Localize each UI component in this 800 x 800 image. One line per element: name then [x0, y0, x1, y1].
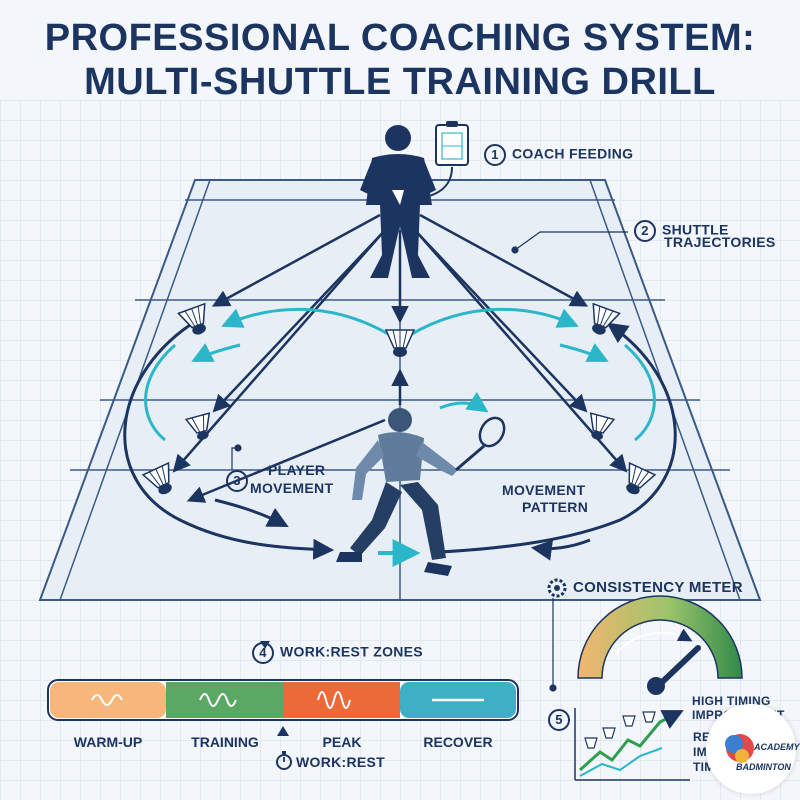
title-line-2: MULTI-SHUTTLE TRAINING DRILL: [84, 61, 716, 103]
zone-label-warmup: WARM-UP: [73, 734, 143, 750]
shuttlecock-center: [384, 329, 416, 357]
callout-number-4: 4: [252, 642, 274, 664]
work-rest-caption: WORK:REST: [296, 754, 386, 770]
zone-label-training: TRAINING: [191, 734, 259, 750]
player-movement-line-1: PLAYER: [268, 462, 326, 478]
consistency-meter-label: CONSISTENCY METER: [573, 579, 743, 596]
player-figure: [336, 408, 458, 576]
shuttlecock-right-mid: [589, 412, 616, 440]
racket-icon: [439, 391, 506, 472]
movement-pattern-line-1: MOVEMENT: [502, 482, 586, 498]
coach-feeding-text: COACH FEEDING: [512, 145, 634, 162]
shuttlecock-right-top: [592, 302, 621, 335]
timing-improvement-chart: [574, 708, 690, 781]
shuttle-trajectories: [172, 213, 628, 503]
callout-number-2: 2: [634, 220, 656, 242]
gear-icon: [547, 578, 567, 598]
callout-number-1: 1: [484, 144, 506, 166]
callout-leaders: [231, 231, 628, 692]
callout-number-5-wrap: 5: [548, 709, 576, 731]
coach-feeding-label: 1 COACH FEEDING: [484, 144, 633, 166]
shuttlecock-left-bottom: [141, 461, 172, 495]
logo-shuttle-icon: [725, 734, 754, 763]
callout-number-3: 3: [226, 470, 248, 492]
work-rest-zones-text: WORK:REST ZONES: [280, 643, 423, 660]
logo-line-2: BADMINTON: [736, 762, 791, 772]
zone-label-recover: RECOVER: [423, 734, 493, 750]
consistency-gauge: [577, 595, 743, 695]
movement-pattern-line-2: PATTERN: [522, 499, 589, 515]
outer-movement-loop: [123, 322, 677, 561]
zone-label-peak: PEAK: [322, 734, 362, 750]
shuttle-trajectories-label: 2 SHUTTLE: [634, 220, 729, 242]
stopwatch-icon: [276, 751, 292, 770]
player-movement-label: 3: [226, 470, 254, 492]
shuttlecock-left-mid: [184, 412, 211, 440]
work-rest-bar: [47, 641, 519, 736]
shuttlecock-right-bottom: [626, 461, 657, 495]
trajectories-line-2: TRAJECTORIES: [664, 234, 776, 250]
logo-line-1: ACADEMY: [754, 742, 800, 752]
work-rest-zones-label: 4 WORK:REST ZONES: [252, 642, 423, 664]
clipboard-icon: [419, 121, 469, 199]
shuttlecock-left-top: [177, 302, 206, 335]
academy-logo: ACADEMY BADMINTON: [706, 704, 800, 794]
trajectories-line-1: SHUTTLE: [662, 221, 729, 238]
callout-number-5: 5: [548, 709, 570, 731]
title-line-1: PROFESSIONAL COACHING SYSTEM:: [44, 17, 756, 59]
player-movement-line-2: MOVEMENT: [250, 480, 334, 496]
movement-arcs: [144, 307, 656, 442]
coach-figure: [360, 125, 436, 278]
